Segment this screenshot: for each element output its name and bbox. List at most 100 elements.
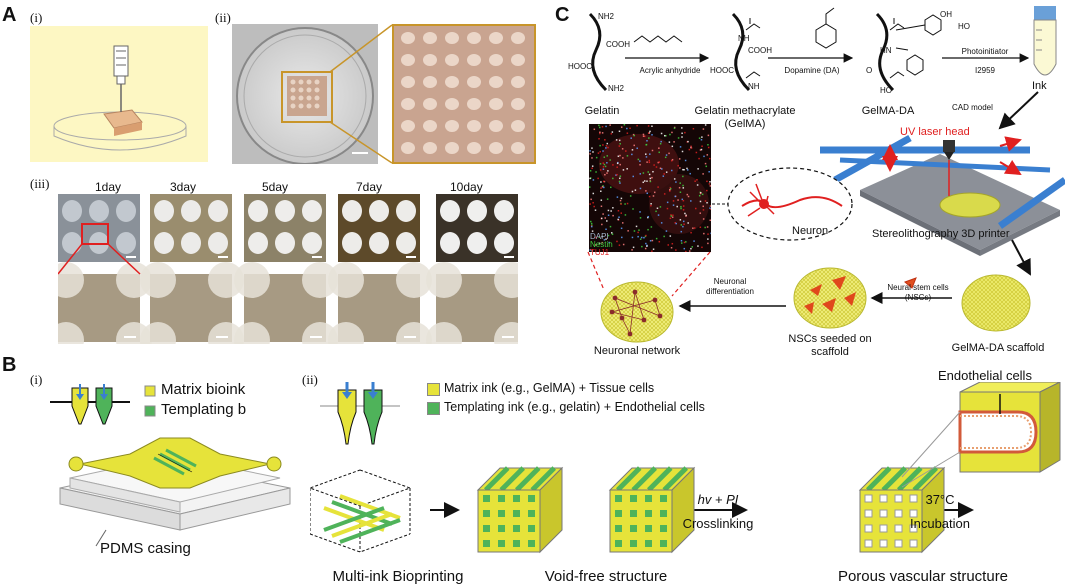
fluor-speck [681, 127, 683, 129]
fluor-speck [617, 155, 620, 158]
fluor-speck [637, 158, 640, 161]
fluor-speck [631, 149, 634, 151]
fluor-speck [678, 186, 681, 189]
fluor-speck [616, 240, 618, 243]
fluor-speck [707, 144, 709, 146]
fluor-speck [702, 209, 705, 211]
fluor-speck [589, 203, 591, 205]
micrograph-pore [396, 232, 416, 254]
label-ink: Ink [1032, 80, 1047, 92]
fluor-speck [642, 135, 645, 137]
panel-a-i-label: (i) [30, 10, 43, 25]
fluor-speck [669, 190, 671, 192]
fluor-speck [635, 225, 638, 228]
fluor-speck [690, 200, 692, 202]
chem-nh-a: NH [738, 34, 750, 43]
fluor-speck [622, 243, 625, 246]
micrograph-pore [62, 200, 82, 222]
scaffold-pore [511, 76, 525, 88]
fluor-speck [708, 183, 711, 185]
fluor-speck [626, 155, 629, 157]
scale-bar [312, 256, 322, 258]
fluor-speck [592, 151, 594, 153]
channel-end [513, 495, 520, 502]
fluor-speck [708, 171, 710, 173]
fluor-speck [589, 177, 591, 180]
channel-top [912, 466, 939, 492]
legend-matrix-ink: Matrix ink (e.g., GelMA) + Tissue cells [444, 381, 655, 395]
fluor-speck [591, 230, 594, 232]
fluor-speck [675, 249, 677, 251]
fluor-speck [665, 154, 668, 156]
fluor-speck [644, 235, 647, 238]
fluor-speck [670, 214, 672, 216]
scaffold-pore [489, 76, 503, 88]
fluor-speck [607, 146, 609, 149]
fluor-speck [591, 147, 593, 149]
fluor-speck [698, 194, 701, 197]
fluor-speck [599, 169, 602, 171]
scaffold-zoom-photo [392, 24, 536, 164]
fluor-speck [674, 195, 677, 198]
fluor-speck [675, 222, 677, 225]
fluor-speck [666, 201, 669, 204]
chem-nh2-b: NH2 [608, 84, 625, 93]
fluor-speck [686, 193, 689, 196]
fluor-speck [704, 162, 707, 165]
channel-end [630, 510, 637, 517]
fluor-speck [657, 161, 659, 164]
fluor-speck [634, 189, 637, 191]
channel-end [513, 510, 520, 517]
channel-end [645, 495, 652, 502]
channel-end [660, 510, 667, 517]
micrograph-pore [208, 232, 228, 254]
fluor-speck [616, 196, 619, 198]
fluor-glow [649, 174, 709, 234]
label-uv-head: UV laser head [900, 126, 970, 138]
channel-end [528, 540, 535, 547]
fluor-speck [690, 231, 692, 234]
micrograph-pore [369, 200, 389, 222]
fluor-speck [600, 190, 602, 193]
channel-end [615, 525, 622, 532]
scaffold-pore [445, 120, 459, 132]
channel-top [662, 466, 689, 492]
panel-c-letter: C [555, 4, 570, 26]
fluor-speck [699, 212, 702, 214]
pore [894, 494, 903, 503]
pore [879, 509, 888, 518]
fluor-speck [648, 159, 651, 162]
fluor-speck [602, 162, 605, 164]
fluor-speck [601, 126, 604, 128]
scaffold-pore [401, 32, 415, 44]
fluor-speck [680, 242, 683, 244]
channel-end [528, 510, 535, 517]
fluor-speck [706, 154, 709, 156]
fluor-speck [682, 184, 684, 187]
channel-end [660, 525, 667, 532]
fluor-speck [602, 144, 604, 146]
scaffold-pore [511, 120, 525, 132]
fluor-speck [658, 240, 661, 243]
fluor-speck [603, 186, 605, 189]
fluor-speck [645, 242, 647, 245]
fluor-speck [605, 147, 607, 149]
fluor-speck [669, 188, 671, 191]
fluor-speck [591, 165, 594, 167]
fluor-speck [683, 169, 685, 171]
fluor-speck [707, 134, 710, 137]
neuron-body [657, 313, 663, 319]
label-porous-vascular: Porous vascular structure [837, 568, 1009, 585]
fluor-speck [677, 199, 679, 201]
micrograph-pore [154, 200, 174, 222]
fluor-speck [672, 214, 674, 217]
fluor-speck [590, 222, 593, 225]
fluor-speck [664, 156, 667, 159]
micrograph-pore [426, 262, 462, 298]
fluor-speck [681, 136, 683, 138]
fluor-speck [637, 231, 639, 234]
fluor-speck [632, 208, 634, 210]
fluor-speck [632, 175, 634, 178]
scaffold-pore [423, 120, 437, 132]
fluor-speck [639, 160, 641, 162]
